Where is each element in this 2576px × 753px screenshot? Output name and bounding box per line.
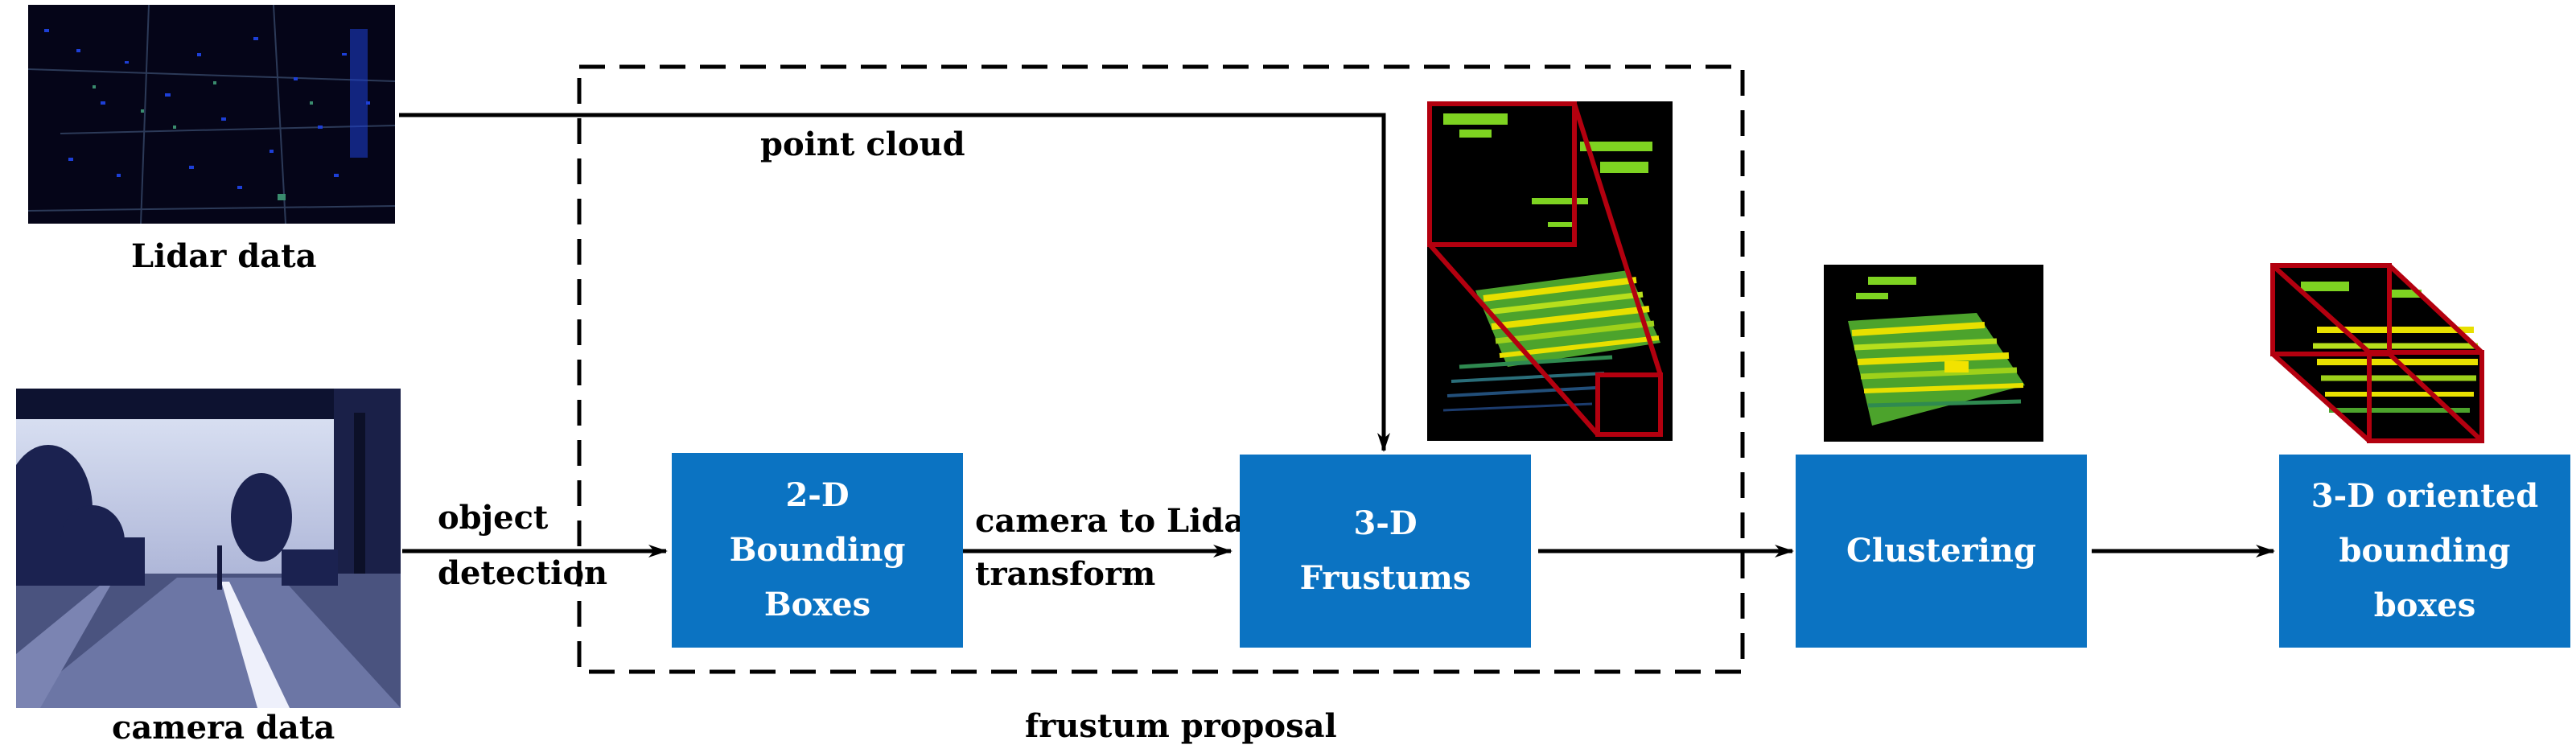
frustums-3d-line2: Frustums [1299,559,1471,597]
frustum-pointcloud-image [1427,101,1673,441]
lidar-image [28,5,395,224]
oriented-box-image [2269,257,2490,444]
oriented-box-edges [2270,263,2484,443]
camera-to-lidar-label-line1: camera to Lidar [975,502,1262,540]
frustums-3d-box: 3-D Frustums [1240,455,1531,648]
point-cloud-arrow [399,113,1390,452]
frustum-proposal-label: frustum proposal [1025,707,1337,745]
oriented-bounding-boxes-line2: bounding [2339,532,2511,570]
point-cloud-label: point cloud [760,126,965,163]
object-detection-label-line1: object [438,499,549,537]
clustering-image [1824,265,2043,442]
frustum-highlight [1427,101,1663,437]
car-point-stripes [1442,270,1660,412]
clustering-line1: Clustering [1846,532,2036,570]
oriented-bounding-boxes-line3: boxes [2373,586,2476,624]
object-detection-label-line2: detection [438,554,608,592]
bounding-boxes-2d-line1: 2-D [785,476,850,514]
frustum-proposal-frame [577,64,1745,674]
oriented-bounding-boxes-line1: 3-D oriented [2311,477,2539,515]
bounding-boxes-2d-line3: Boxes [763,586,871,623]
bounding-boxes-2d-box: 2-D Bounding Boxes [672,453,963,648]
camera-data-label: camera data [112,709,335,747]
bounding-boxes-2d-line2: Bounding [729,531,906,569]
camera-image [16,389,401,708]
clustering-box: Clustering [1796,455,2087,648]
lidar-data-label: Lidar data [131,237,317,275]
camera-to-lidar-label-line2: transform [975,555,1156,593]
oriented-bounding-boxes-box: 3-D oriented bounding boxes [2279,455,2570,648]
frustums-3d-line1: 3-D [1353,504,1418,542]
